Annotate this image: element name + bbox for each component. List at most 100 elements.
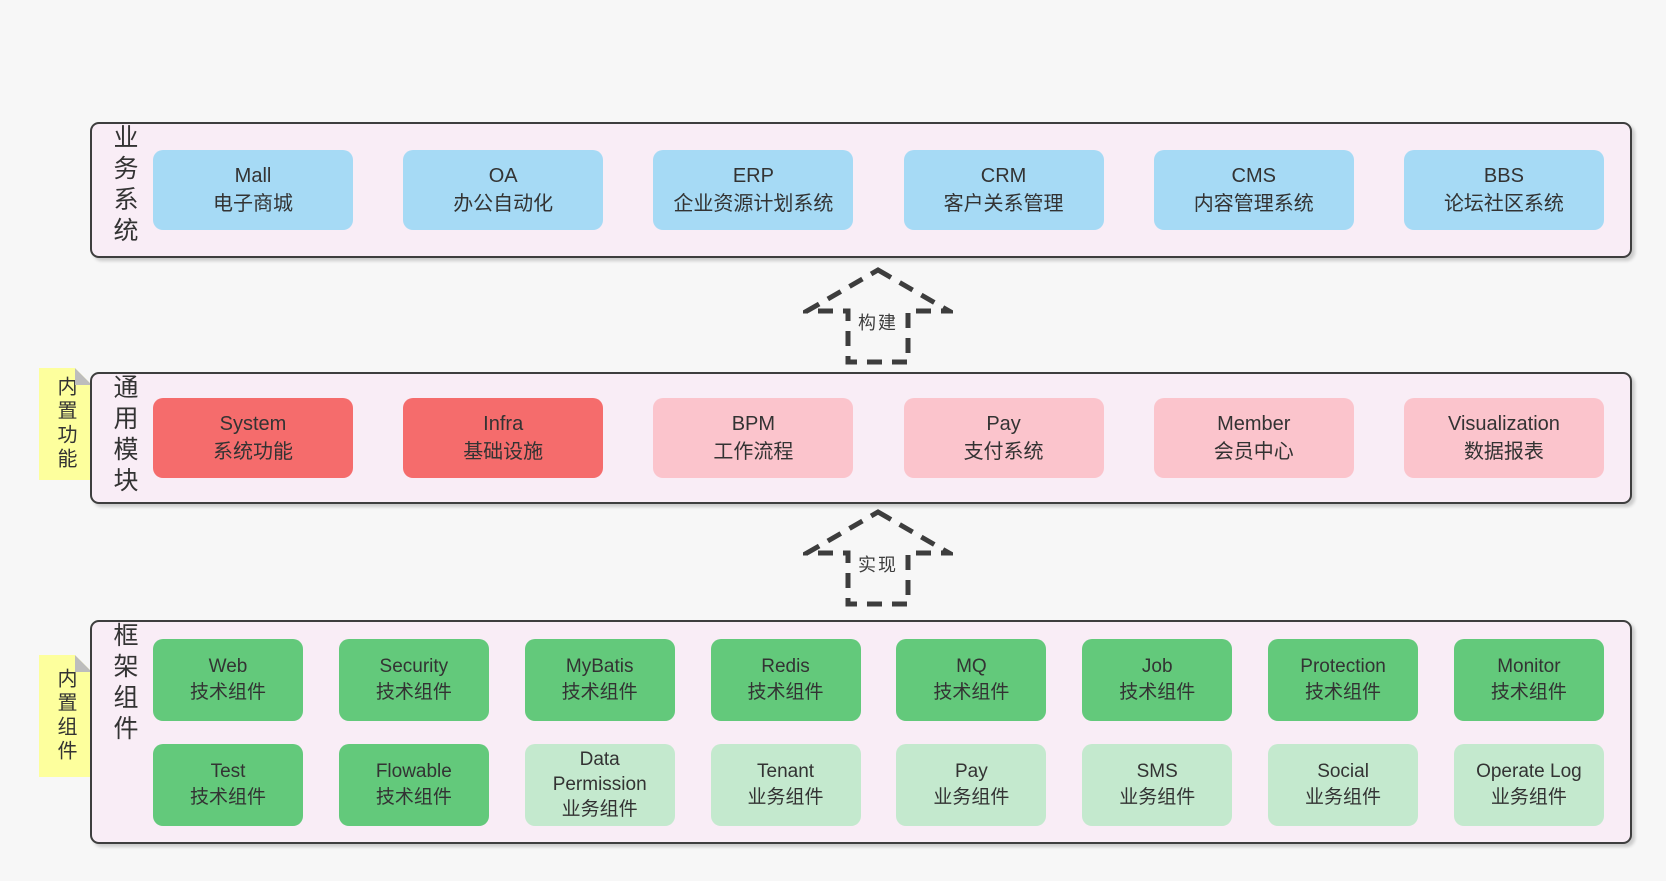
- box-title: ERP: [732, 164, 774, 187]
- box-cms: CMS 内容管理系统: [1153, 150, 1354, 230]
- box-title: Pay: [986, 412, 1021, 435]
- box-title: Protection: [1300, 656, 1386, 678]
- box-title: BBS: [1483, 164, 1524, 187]
- box-title: MQ: [956, 656, 987, 678]
- box-tenant: Tenant 业务组件: [710, 743, 861, 826]
- layer-label-business-systems: 业务系统: [110, 124, 138, 248]
- box-subtitle: 技术组件: [1119, 681, 1196, 703]
- sticky-note-built-in-features: 内置功能: [39, 368, 92, 480]
- framework-components-grid: Web 技术组件 Security 技术组件 MyBatis 技术组件 Redi…: [153, 622, 1604, 842]
- box-title: BPM: [731, 412, 776, 435]
- box-title: MyBatis: [565, 656, 634, 678]
- box-title: Member: [1217, 412, 1291, 435]
- box-subtitle: 业务组件: [747, 786, 824, 808]
- box-title: Flowable: [375, 761, 452, 783]
- box-sms: SMS 业务组件: [1082, 743, 1233, 826]
- box-subtitle: 客户关系管理: [943, 193, 1064, 215]
- common-modules-row: System 系统功能 Infra 基础设施 BPM 工作流程 Pay 支付系统…: [153, 374, 1604, 502]
- box-subtitle: 工作流程: [713, 441, 794, 463]
- box-subtitle: 技术组件: [933, 681, 1010, 703]
- box-subtitle: 技术组件: [189, 681, 266, 703]
- box-title: OA: [488, 164, 518, 187]
- box-subtitle: 业务组件: [561, 799, 638, 821]
- box-subtitle: 数据报表: [1463, 441, 1544, 463]
- box-title: CMS: [1231, 164, 1276, 187]
- box-subtitle: 论坛社区系统: [1443, 193, 1564, 215]
- box-title: SMS: [1136, 761, 1178, 783]
- box-crm: CRM 客户关系管理: [903, 150, 1104, 230]
- box-title: Redis: [761, 656, 810, 678]
- box-subtitle: 基础设施: [463, 441, 544, 463]
- business-systems-row: Mall 电子商城 OA 办公自动化 ERP 企业资源计划系统 CRM 客户关系…: [153, 124, 1604, 256]
- box-subtitle: 内容管理系统: [1193, 193, 1314, 215]
- box-title: Security: [379, 656, 449, 678]
- box-title: System: [219, 412, 287, 435]
- box-web: Web 技术组件: [153, 638, 303, 721]
- box-title: Operate Log: [1476, 761, 1582, 783]
- box-mybatis: MyBatis 技术组件: [524, 638, 675, 721]
- box-subtitle: 技术组件: [189, 786, 266, 808]
- box-mall: Mall 电子商城: [153, 150, 353, 230]
- box-bbs: BBS 论坛社区系统: [1403, 150, 1604, 230]
- box-title: Infra: [483, 412, 524, 435]
- box-subtitle: 支付系统: [963, 441, 1044, 463]
- box-oa: OA 办公自动化: [403, 150, 604, 230]
- box-subtitle: 技术组件: [1305, 681, 1382, 703]
- arrow-build-label: 构建: [855, 308, 901, 336]
- box-subtitle: 系统功能: [213, 441, 293, 463]
- box-subtitle: 业务组件: [1119, 786, 1196, 808]
- box-data-permission: Data Permission 业务组件: [524, 743, 675, 826]
- box-title: Pay: [955, 761, 988, 783]
- layer-label-framework-components: 框架组件: [110, 622, 138, 746]
- box-title: Social: [1317, 761, 1369, 783]
- box-visualization: Visualization 数据报表: [1403, 398, 1604, 478]
- box-subtitle: 业务组件: [1490, 786, 1567, 808]
- box-subtitle: 电子商城: [213, 193, 293, 215]
- arrow-build: 构建: [803, 266, 953, 366]
- layer-framework-components: 框架组件 Web 技术组件 Security 技术组件 MyBatis 技术组件…: [90, 620, 1632, 844]
- box-test: Test 技术组件: [153, 743, 303, 826]
- box-security: Security 技术组件: [338, 638, 489, 721]
- arrow-implement-label: 实现: [855, 550, 901, 578]
- box-subtitle: 技术组件: [375, 681, 452, 703]
- box-operate-log: Operate Log 业务组件: [1453, 743, 1604, 826]
- box-bpm: BPM 工作流程: [653, 398, 854, 478]
- box-subtitle: 业务组件: [1305, 786, 1382, 808]
- box-title: Web: [208, 656, 248, 678]
- box-infra: Infra 基础设施: [403, 398, 604, 478]
- arrow-implement: 实现: [803, 508, 953, 608]
- sticky-note-built-in-components: 内置组件: [39, 655, 92, 777]
- box-subtitle: 技术组件: [561, 681, 638, 703]
- box-member: Member 会员中心: [1153, 398, 1354, 478]
- box-subtitle: 技术组件: [375, 786, 452, 808]
- box-subtitle: 技术组件: [747, 681, 824, 703]
- box-subtitle: 办公自动化: [453, 193, 554, 215]
- box-title: Tenant: [757, 761, 815, 783]
- box-protection: Protection 技术组件: [1268, 638, 1419, 721]
- box-job: Job 技术组件: [1082, 638, 1233, 721]
- box-subtitle: 技术组件: [1490, 681, 1567, 703]
- box-subtitle: 企业资源计划系统: [673, 193, 834, 215]
- box-title: Monitor: [1497, 656, 1561, 678]
- box-pay-component: Pay 业务组件: [896, 743, 1047, 826]
- box-social: Social 业务组件: [1268, 743, 1419, 826]
- box-monitor: Monitor 技术组件: [1453, 638, 1604, 721]
- box-title: Test: [210, 761, 246, 783]
- dashed-up-arrow-icon: [803, 267, 953, 365]
- sticky-note-text: 内置组件: [54, 668, 76, 764]
- box-pay-system: Pay 支付系统: [903, 398, 1104, 478]
- dashed-up-arrow-icon: [803, 509, 953, 607]
- box-flowable: Flowable 技术组件: [338, 743, 489, 826]
- box-mq: MQ 技术组件: [896, 638, 1047, 721]
- framework-row-1: Web 技术组件 Security 技术组件 MyBatis 技术组件 Redi…: [153, 638, 1604, 721]
- box-title: Data Permission: [552, 748, 647, 795]
- box-title: CRM: [980, 164, 1027, 187]
- layer-business-systems: 业务系统 Mall 电子商城 OA 办公自动化 ERP 企业资源计划系统 CRM…: [90, 122, 1632, 258]
- box-erp: ERP 企业资源计划系统: [653, 150, 854, 230]
- box-redis: Redis 技术组件: [710, 638, 861, 721]
- box-subtitle: 业务组件: [933, 786, 1010, 808]
- box-system: System 系统功能: [153, 398, 353, 478]
- framework-row-2: Test 技术组件 Flowable 技术组件 Data Permission …: [153, 743, 1604, 826]
- layer-label-common-modules: 通用模块: [110, 374, 138, 498]
